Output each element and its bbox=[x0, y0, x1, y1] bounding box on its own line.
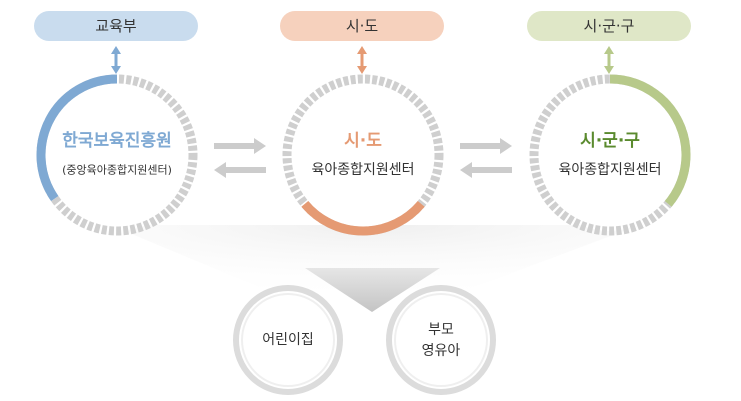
ring-national bbox=[36, 74, 198, 236]
province-center-sub: 육아종합지원센터 bbox=[311, 162, 414, 178]
horizontal-arrows bbox=[214, 138, 512, 178]
target-daycare-label: 어린이집 bbox=[262, 332, 314, 348]
pill-province-label: 시·도 bbox=[346, 17, 379, 35]
municipal-center-name: 시·군·구 bbox=[580, 131, 640, 151]
target-parents: 부모 영유아 bbox=[386, 285, 496, 395]
ring-municipal bbox=[529, 74, 691, 236]
double-arrow-municipal bbox=[604, 46, 614, 74]
pill-municipal: 시·군·구 bbox=[527, 11, 691, 41]
target-parents-label-2: 영유아 bbox=[422, 343, 461, 359]
pill-municipal-label: 시·군·구 bbox=[584, 17, 635, 35]
municipal-center-sub: 육아종합지원센터 bbox=[558, 162, 661, 178]
target-parents-label-1: 부모 bbox=[428, 322, 454, 338]
fan-shadow bbox=[110, 225, 640, 300]
double-arrow-province bbox=[357, 46, 367, 74]
pill-ministry-label: 교육부 bbox=[95, 17, 137, 35]
ring-province bbox=[282, 74, 444, 236]
target-daycare: 어린이집 bbox=[233, 285, 343, 395]
national-center-name: 한국보육진흥원 bbox=[62, 130, 171, 151]
double-arrow-ministry bbox=[111, 46, 121, 74]
pill-province: 시·도 bbox=[280, 11, 444, 41]
province-center-name: 시·도 bbox=[344, 131, 382, 151]
pill-ministry: 교육부 bbox=[34, 11, 198, 41]
national-center-sub: (중앙육아종합지원센터) bbox=[62, 164, 172, 177]
down-arrow bbox=[305, 268, 440, 312]
